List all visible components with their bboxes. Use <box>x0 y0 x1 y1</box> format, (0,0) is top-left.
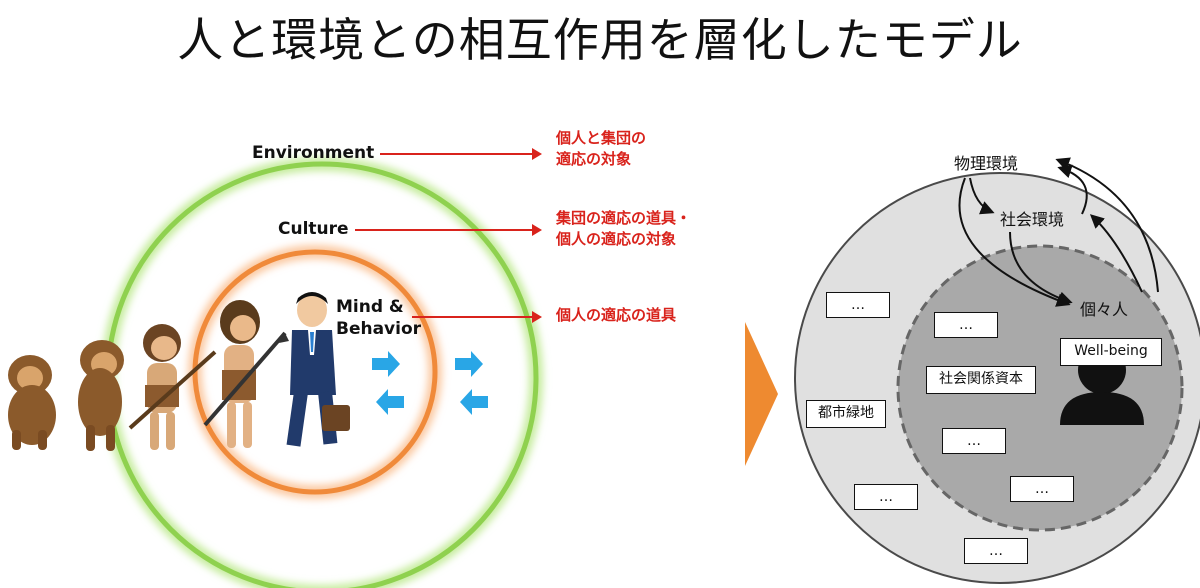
culture-label: Culture <box>278 219 349 239</box>
ape-figure-2 <box>78 340 124 451</box>
culture-arrow <box>355 224 542 236</box>
individuals-label: 個々人 <box>1080 300 1129 319</box>
environment-description: 個人と集団の 適応の対象 <box>556 129 647 168</box>
culture-description: 集団の適応の道具・ 個人の適応の対象 <box>556 209 692 248</box>
placeholder-box: … <box>964 538 1028 564</box>
wellbeing-box: Well-being <box>1060 338 1162 366</box>
social-environment-label: 社会環境 <box>1000 210 1065 229</box>
mind-behavior-label: Mind & Behavior <box>336 297 422 339</box>
environment-arrow <box>380 148 542 160</box>
mind-behavior-description: 個人の適応の道具 <box>556 306 677 324</box>
environment-label: Environment <box>252 143 375 163</box>
caveman-figure <box>203 300 289 448</box>
page-title: 人と環境との相互作用を層化したモデル <box>177 13 1023 67</box>
placeholder-box: … <box>942 428 1006 454</box>
placeholder-box: … <box>934 312 998 338</box>
placeholder-box: … <box>1010 476 1074 502</box>
placeholder-box: … <box>826 292 890 318</box>
social-capital-box: 社会関係資本 <box>926 366 1036 394</box>
businessman-figure <box>286 292 350 447</box>
exchange-arrows <box>372 351 488 415</box>
ape-figure-1 <box>8 355 56 450</box>
placeholder-box: … <box>854 484 918 510</box>
early-human-figure <box>128 324 217 450</box>
physical-environment-label: 物理環境 <box>954 154 1019 173</box>
mind-behavior-arrow <box>412 311 542 323</box>
urban-green-box: 都市緑地 <box>806 400 886 428</box>
evolution-figures <box>8 292 350 451</box>
transition-arrow <box>745 322 778 466</box>
